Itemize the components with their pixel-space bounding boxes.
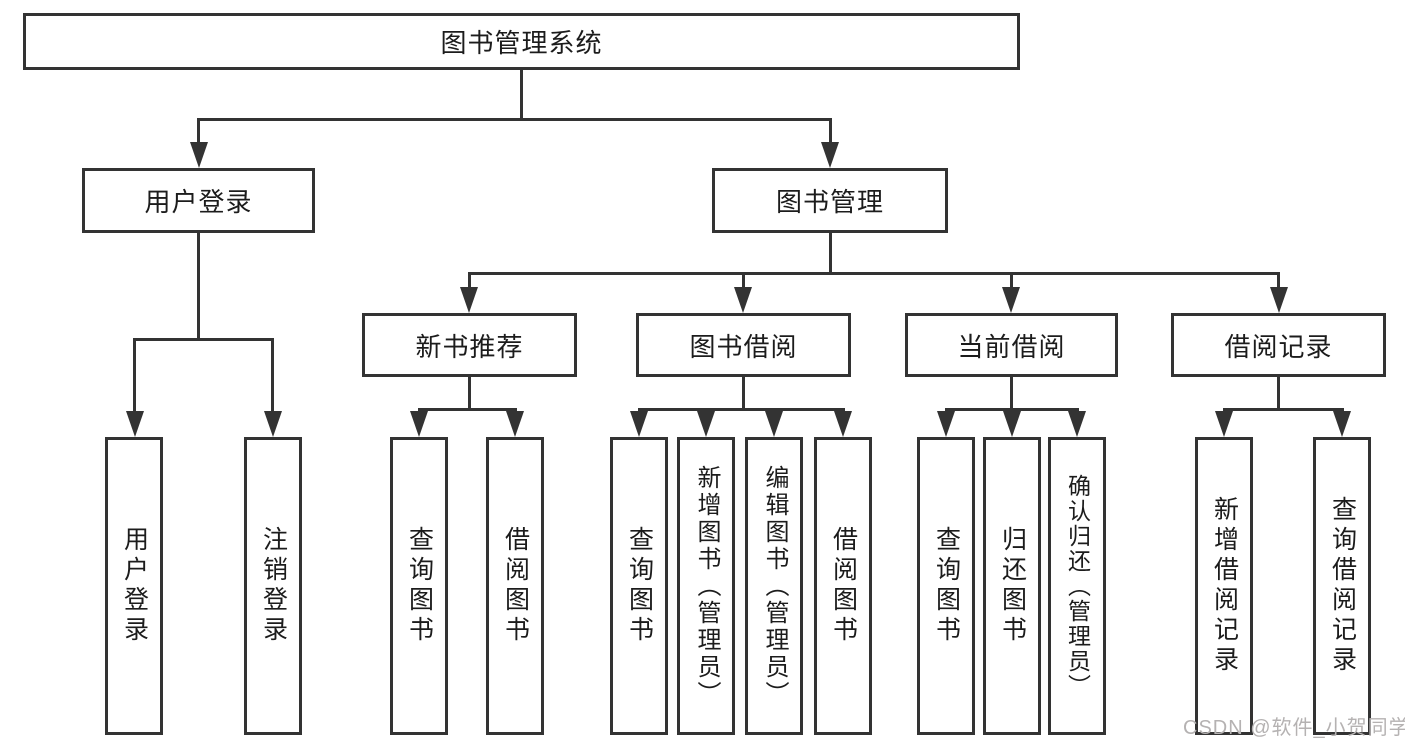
connector-stub-user-login	[197, 118, 200, 144]
arrowhead-icon	[1270, 287, 1288, 313]
arrowhead-icon	[1215, 411, 1233, 437]
node-new-book-rec-label: 新书推荐	[415, 331, 524, 362]
arrowhead-icon	[264, 411, 282, 437]
arrowhead-icon	[1003, 411, 1021, 437]
connector-user-login-down	[197, 233, 200, 340]
node-borrow-records: 借阅记录	[1171, 313, 1386, 377]
arrowhead-icon	[506, 411, 524, 437]
leaf-add-books-admin-label: 新增图书（管理员）	[693, 464, 720, 708]
arrowhead-icon	[765, 411, 783, 437]
arrowhead-icon	[1002, 287, 1020, 313]
arrowhead-icon	[460, 287, 478, 313]
arrowhead-icon	[697, 411, 715, 437]
connector-book-mgmt-down	[829, 233, 832, 274]
connector-stub-logout-leaf	[271, 338, 274, 414]
node-book-mgmt: 图书管理	[712, 168, 948, 233]
connector-borrow-records-down	[1277, 377, 1280, 410]
arrowhead-icon	[1333, 411, 1351, 437]
arrowhead-icon	[1068, 411, 1086, 437]
csdn-watermark: CSDN @软件_小贺同学	[1183, 717, 1405, 739]
arrowhead-icon	[126, 411, 144, 437]
leaf-edit-books-admin: 编辑图书（管理员）	[745, 437, 803, 735]
arrowhead-icon	[734, 287, 752, 313]
connector-new-book-rec-horizontal	[418, 408, 517, 411]
leaf-query-borrow-record-label: 查询借阅记录	[1328, 496, 1357, 676]
leaf-add-borrow-record-label: 新增借阅记录	[1210, 496, 1239, 676]
connector-current-borrow-down	[1010, 377, 1013, 410]
connector-book-mgmt-horizontal	[468, 272, 1280, 275]
node-user-login: 用户登录	[82, 168, 315, 233]
node-user-login-label: 用户登录	[144, 187, 253, 217]
leaf-confirm-return-admin-label: 确认归还（管理员）	[1064, 473, 1091, 699]
node-borrow-records-label: 借阅记录	[1224, 331, 1333, 362]
leaf-borrow-books-1: 借阅图书	[486, 437, 544, 735]
leaf-edit-books-admin-label: 编辑图书（管理员）	[761, 464, 788, 708]
connector-stub-current-borrow	[1010, 272, 1013, 289]
connector-stub-book-borrow	[742, 272, 745, 289]
connector-borrow-records-horizontal	[1223, 408, 1344, 411]
node-current-borrow: 当前借阅	[905, 313, 1118, 377]
connector-root-horizontal	[197, 118, 831, 121]
connector-stub-book-mgmt	[829, 118, 832, 144]
leaf-user-login: 用户登录	[105, 437, 163, 735]
leaf-add-borrow-record: 新增借阅记录	[1195, 437, 1253, 735]
connector-stub-new-book-rec	[468, 272, 471, 289]
leaf-query-books-3: 查询图书	[917, 437, 975, 735]
leaf-borrow-books-1-label: 借阅图书	[501, 526, 530, 646]
node-book-borrow-label: 图书借阅	[689, 331, 798, 362]
leaf-borrow-books-2-label: 借阅图书	[829, 526, 858, 646]
leaf-query-books-1-label: 查询图书	[405, 526, 434, 646]
node-book-borrow: 图书借阅	[636, 313, 851, 377]
node-root-label: 图书管理系统	[440, 28, 603, 58]
node-root: 图书管理系统	[23, 13, 1020, 70]
connector-user-login-horizontal	[133, 338, 274, 341]
arrowhead-icon	[821, 142, 839, 168]
connector-stub-borrow-records	[1277, 272, 1280, 289]
connector-stub-login-leaf	[133, 338, 136, 414]
leaf-query-books-3-label: 查询图书	[932, 526, 961, 646]
leaf-confirm-return-admin: 确认归还（管理员）	[1048, 437, 1106, 735]
arrowhead-icon	[937, 411, 955, 437]
node-book-mgmt-label: 图书管理	[775, 187, 884, 217]
leaf-borrow-books-2: 借阅图书	[814, 437, 872, 735]
arrowhead-icon	[834, 411, 852, 437]
connector-root-down	[520, 70, 523, 121]
leaf-query-books-1: 查询图书	[390, 437, 448, 735]
leaf-return-books-label: 归还图书	[998, 526, 1027, 646]
arrowhead-icon	[410, 411, 428, 437]
connector-book-borrow-down	[742, 377, 745, 410]
arrowhead-icon	[630, 411, 648, 437]
leaf-add-books-admin: 新增图书（管理员）	[677, 437, 735, 735]
leaf-query-borrow-record: 查询借阅记录	[1313, 437, 1371, 735]
leaf-query-books-2: 查询图书	[610, 437, 668, 735]
connector-book-borrow-horizontal	[638, 408, 845, 411]
node-current-borrow-label: 当前借阅	[957, 331, 1066, 362]
leaf-user-login-label: 用户登录	[120, 526, 149, 646]
connector-new-book-rec-down	[468, 377, 471, 410]
leaf-return-books: 归还图书	[983, 437, 1041, 735]
leaf-logout-label: 注销登录	[259, 526, 288, 646]
leaf-query-books-2-label: 查询图书	[625, 526, 654, 646]
node-new-book-rec: 新书推荐	[362, 313, 577, 377]
arrowhead-icon	[190, 142, 208, 168]
leaf-logout: 注销登录	[244, 437, 302, 735]
